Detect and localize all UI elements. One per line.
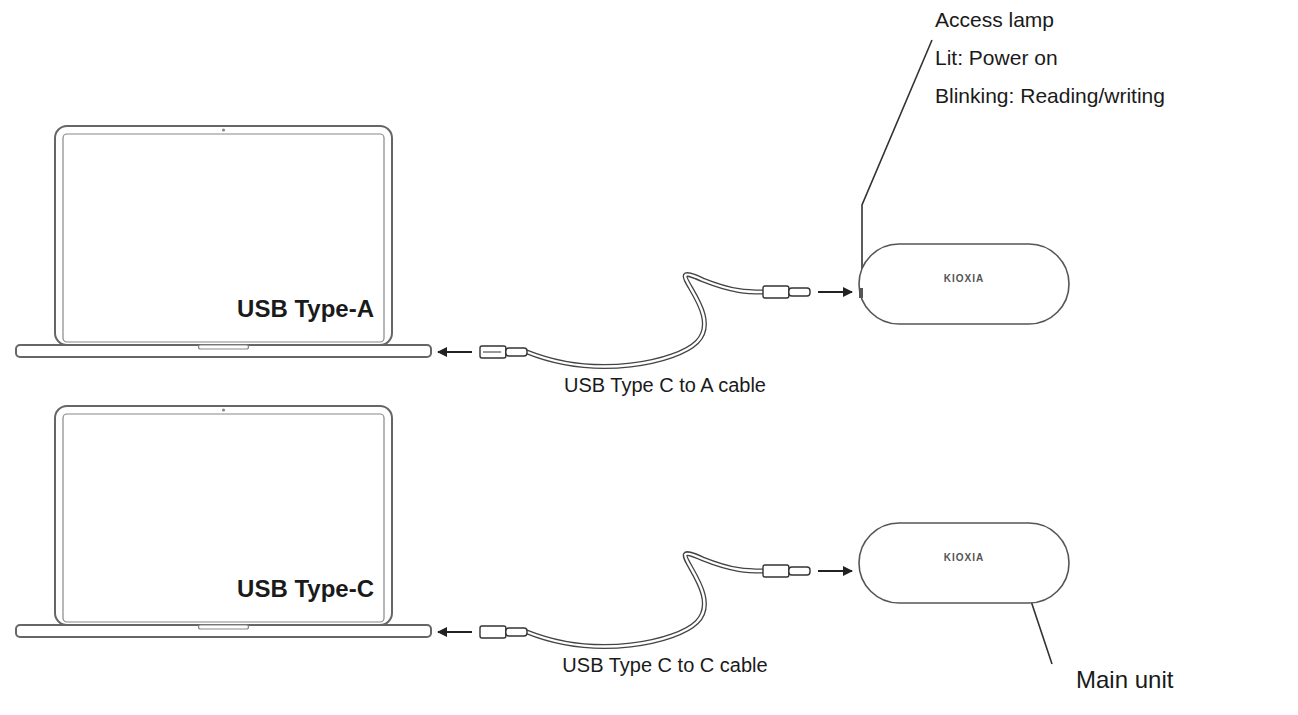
laptop: USB Type-C [15, 405, 432, 640]
main-unit: KIOXIA [858, 243, 1070, 325]
part-name: Main unit [1076, 666, 1173, 694]
main-unit-illustration [858, 522, 1070, 604]
port-type-label: USB Type-C [237, 575, 374, 603]
port-type-label: USB Type-A [237, 295, 374, 323]
main-unit: KIOXIA [858, 522, 1070, 604]
usb-cable [438, 554, 852, 647]
cable-label: USB Type C to C cable [559, 654, 770, 677]
callout-text: Blinking: Reading/writing [935, 84, 1165, 108]
usb-cable [438, 275, 852, 367]
laptop: USB Type-A [15, 125, 432, 360]
main-unit-illustration [858, 243, 1070, 325]
cable-label: USB Type C to A cable [561, 374, 769, 397]
callout-text: Access lamp [935, 8, 1054, 32]
logo-text: KIOXIA [944, 552, 984, 563]
laptop-illustration [15, 405, 432, 640]
laptop-illustration [15, 125, 432, 360]
callout-text: Lit: Power on [935, 46, 1058, 70]
logo-text: KIOXIA [944, 273, 984, 284]
